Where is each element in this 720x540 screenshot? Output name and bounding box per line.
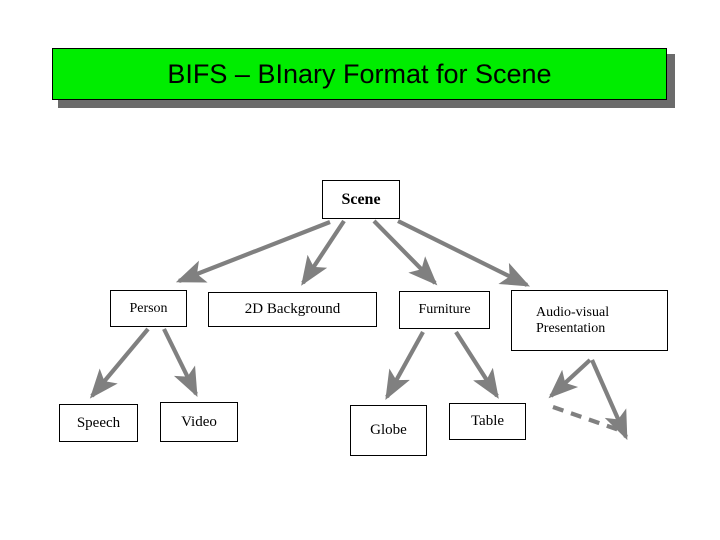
node-table[interactable]: Table — [449, 403, 526, 440]
edge-person-speech — [89, 327, 150, 399]
node-speech-label: Speech — [76, 414, 121, 431]
edge-audiovisual-dashed-base — [552, 405, 623, 433]
node-speech[interactable]: Speech — [59, 404, 138, 442]
node-audio-visual-line2: Presentation — [536, 320, 606, 336]
node-person-label: Person — [129, 300, 168, 316]
edge-furniture-globe — [385, 330, 425, 400]
node-globe-label: Globe — [370, 422, 407, 439]
node-furniture-label: Furniture — [418, 302, 471, 318]
edge-person-video — [162, 328, 198, 398]
edge-scene-furniture — [372, 219, 438, 286]
edge-scene-person — [175, 220, 331, 283]
node-audio-visual-label: Audio-visual Presentation — [536, 305, 661, 336]
node-globe[interactable]: Globe — [350, 405, 427, 456]
edge-audiovisual-left — [548, 358, 592, 399]
node-person[interactable]: Person — [110, 290, 187, 327]
edge-scene-2d-background — [301, 219, 346, 286]
node-video-label: Video — [181, 413, 217, 430]
edge-furniture-table — [454, 330, 499, 399]
node-audio-visual-presentation[interactable]: Audio-visual Presentation — [511, 290, 668, 351]
edge-audiovisual-right — [590, 359, 628, 441]
node-2d-background-label: 2D Background — [244, 301, 341, 318]
title-banner: BIFS – BInary Format for Scene — [52, 48, 667, 100]
node-scene[interactable]: Scene — [322, 180, 400, 219]
node-2d-background[interactable]: 2D Background — [208, 292, 377, 327]
node-furniture[interactable]: Furniture — [399, 291, 490, 329]
edge-scene-audio-visual — [397, 219, 531, 287]
page-title: BIFS – BInary Format for Scene — [167, 58, 552, 89]
node-table-label: Table — [470, 413, 505, 430]
node-scene-label: Scene — [341, 190, 381, 208]
node-video[interactable]: Video — [160, 402, 238, 442]
node-audio-visual-line1: Audio-visual — [536, 304, 610, 320]
